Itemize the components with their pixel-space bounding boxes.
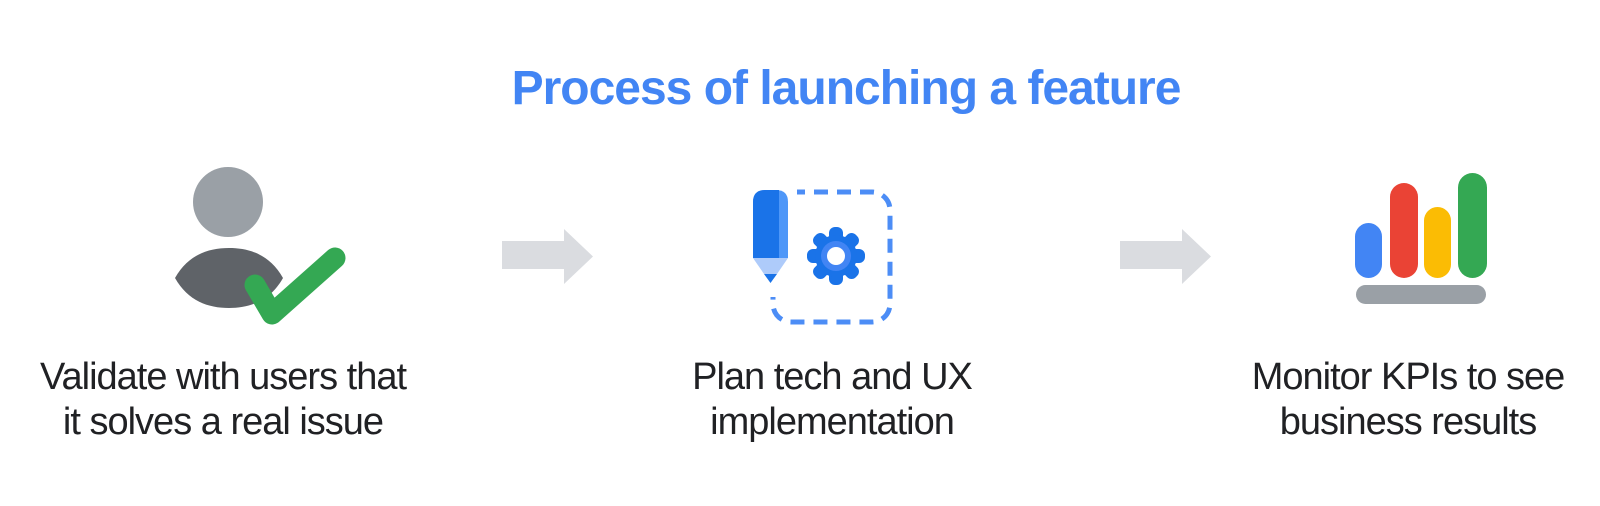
caption-line: Validate with users that <box>39 356 407 398</box>
check-icon <box>244 247 346 325</box>
chart-base <box>1356 285 1486 304</box>
person-check-icon <box>175 167 346 325</box>
bar-green <box>1458 173 1487 278</box>
pencil-gear-icon <box>745 181 893 325</box>
diagram-title: Process of launching a feature <box>511 62 1182 115</box>
pencil-wood <box>753 258 788 274</box>
step-caption-validate: Validate with users that it solves a rea… <box>39 355 407 445</box>
gear-hole <box>827 247 845 265</box>
step-caption-plan: Plan tech and UX implementation <box>692 355 973 445</box>
bar-red <box>1390 183 1418 278</box>
step-caption-monitor: Monitor KPIs to see business results <box>1251 355 1566 445</box>
caption-line: Plan tech and UX <box>692 356 973 398</box>
bar-blue <box>1355 223 1382 278</box>
caption-line: Monitor KPIs to see <box>1251 356 1566 398</box>
bar-chart-icon <box>1355 173 1487 304</box>
bar-yellow <box>1424 207 1451 278</box>
caption-line: implementation <box>710 401 955 443</box>
pencil-body <box>753 190 779 258</box>
arrow-right-icon <box>1120 229 1211 284</box>
pencil-tip <box>764 274 777 283</box>
caption-line: it solves a real issue <box>62 401 384 443</box>
person-head <box>193 167 263 237</box>
caption-line: business results <box>1279 401 1537 443</box>
arrow-right-icon <box>502 229 593 284</box>
